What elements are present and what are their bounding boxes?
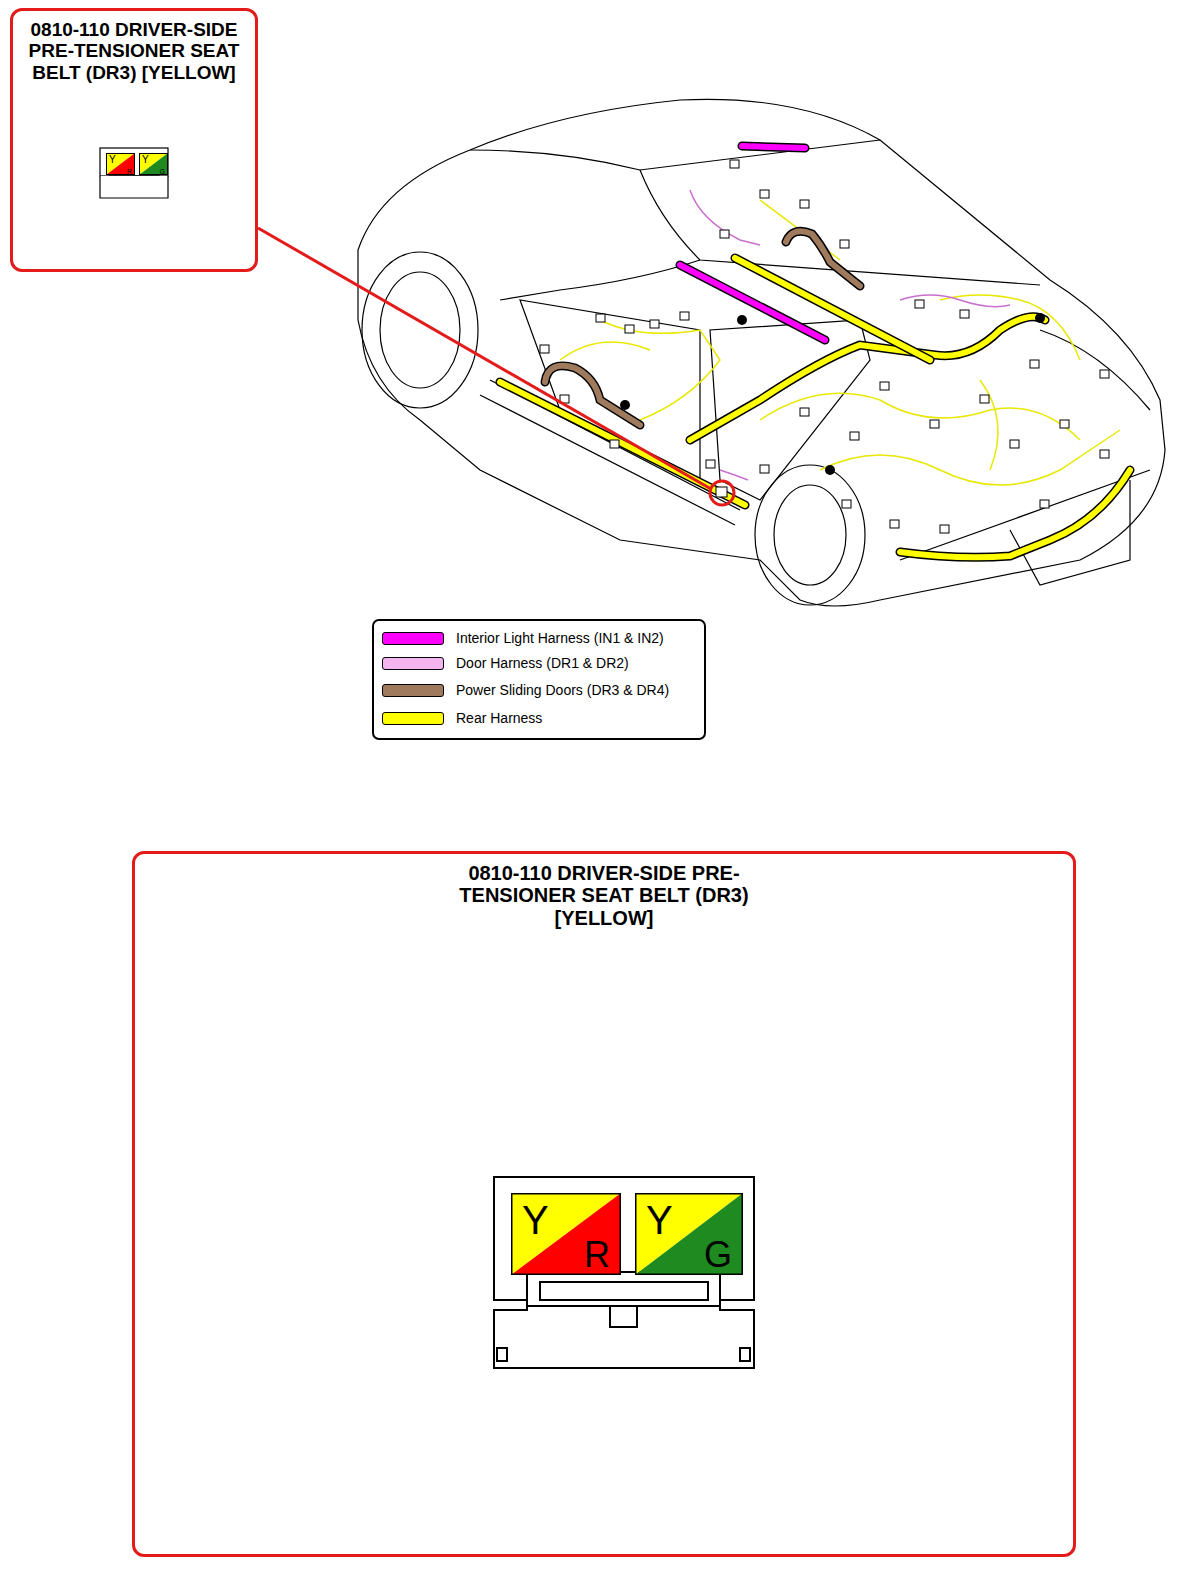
- wire-colour-code: G: [160, 168, 165, 175]
- grommets: [620, 313, 1045, 475]
- wire-colour-code: G: [704, 1237, 732, 1273]
- legend-swatch: [382, 712, 444, 725]
- wire-colour-code: Y: [109, 155, 116, 165]
- legend-text: Interior Light Harness (IN1 & IN2): [456, 630, 664, 646]
- thin-wires: [560, 200, 1120, 485]
- legend-box: Interior Light Harness (IN1 & IN2) Door H…: [372, 619, 706, 740]
- pin-cell: YG: [139, 153, 168, 175]
- pin-cell: YR: [511, 1193, 621, 1275]
- location-marker: [258, 228, 734, 505]
- legend-text: Door Harness (DR1 & DR2): [456, 655, 629, 671]
- connector-housing: [494, 1177, 754, 1368]
- wire-colour-code: Y: [142, 155, 149, 165]
- legend-text: Power Sliding Doors (DR3 & DR4): [456, 682, 669, 698]
- connector-panel: 0810-110 DRIVER-SIDE PRE-TENSIONER SEAT …: [132, 851, 1076, 1557]
- pin-cell: YR: [106, 153, 135, 175]
- heading: 0810-110 DRIVER-SIDE PRE-TENSIONER SEAT …: [439, 862, 769, 929]
- wire-colour-code: Y: [646, 1200, 673, 1240]
- harness-bundles: [500, 146, 1130, 557]
- legend-swatch: [382, 657, 444, 670]
- door-wires: [690, 190, 1010, 480]
- car-body: [358, 99, 1165, 606]
- wire-colour-code: R: [584, 1237, 610, 1273]
- wire-colour-code: R: [127, 168, 132, 175]
- connector-icons: [540, 160, 1109, 533]
- wire-colour-code: Y: [522, 1200, 549, 1240]
- legend-text: Rear Harness: [456, 710, 542, 726]
- heading: 0810-110 DRIVER-SIDE PRE-TENSIONER SEAT …: [16, 19, 252, 83]
- mini-connector-housing: [100, 148, 168, 198]
- callout-box: 0810-110 DRIVER-SIDE PRE-TENSIONER SEAT …: [10, 8, 258, 272]
- legend-swatch: [382, 684, 444, 697]
- pin-cell: YG: [635, 1193, 743, 1275]
- legend-swatch: [382, 632, 444, 645]
